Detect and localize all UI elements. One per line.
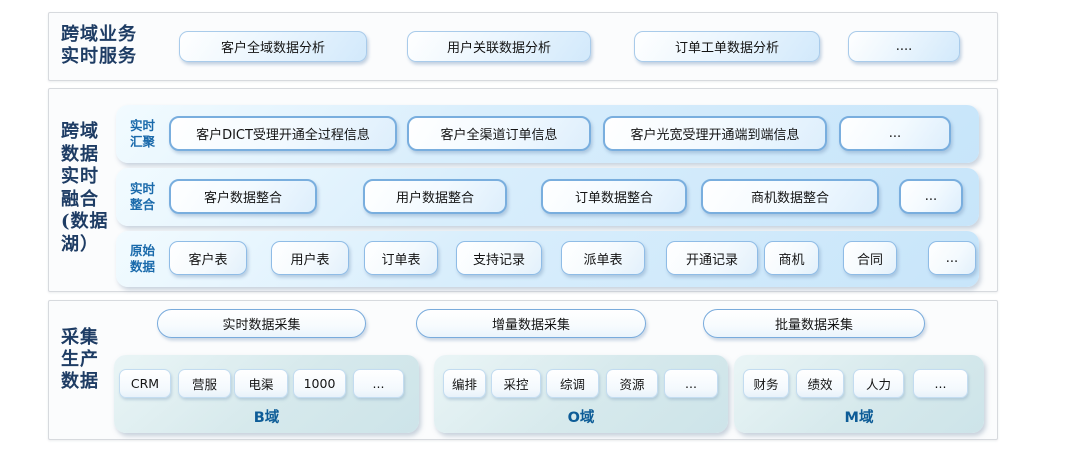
raw-table-chip: 客户表	[169, 241, 247, 275]
source-system-chip: 绩效	[796, 369, 844, 398]
raw-table-chip: 派单表	[561, 241, 645, 275]
fusion-title-line: (数据	[61, 211, 109, 232]
source-system-chip-more: ...	[913, 369, 968, 398]
integration-chip: 商机数据整合	[701, 179, 879, 214]
services-title-line: 跨域业务	[61, 24, 137, 45]
aggregation-chip: 客户DICT受理开通全过程信息	[169, 116, 397, 151]
source-system-chip: 营服	[178, 369, 231, 398]
row-label-line: 数据	[130, 259, 156, 274]
source-system-chip: 1000	[293, 369, 346, 398]
fusion-title-line: 湖）	[61, 233, 99, 255]
raw-table-chip: 支持记录	[456, 241, 542, 275]
raw-table-chip: 开通记录	[666, 241, 758, 275]
group-m-domain: 财务 绩效 人力 ... M域	[734, 355, 984, 433]
service-chip: 客户全域数据分析	[179, 31, 367, 62]
raw-table-chip: 订单表	[364, 241, 438, 275]
source-system-chip: 编排	[443, 369, 486, 398]
integration-chip-more: ...	[899, 179, 963, 214]
group-o-domain: 编排 采控 综调 资源 ... O域	[434, 355, 728, 433]
service-chip: 订单工单数据分析	[634, 31, 820, 62]
row-realtime-integration: 实时 整合 客户数据整合 用户数据整合 订单数据整合 商机数据整合 ...	[116, 168, 979, 226]
collection-title-line: 采集	[61, 327, 99, 348]
service-chip: 用户关联数据分析	[407, 31, 591, 62]
row-label-line: 整合	[130, 197, 156, 212]
integration-chip: 客户数据整合	[169, 179, 317, 214]
raw-table-chip-more: ...	[928, 241, 976, 275]
panel-services: 跨域业务 实时服务 客户全域数据分析 用户关联数据分析 订单工单数据分析 ...…	[48, 12, 998, 81]
group-label-m-domain: M域	[844, 410, 874, 426]
source-system-chip: 综调	[546, 369, 599, 398]
row-label: 实时 汇聚	[130, 118, 155, 150]
fusion-panel-title: 跨域 数据 实时 融合 (数据 湖）	[61, 121, 109, 256]
source-system-chip: 采控	[491, 369, 541, 398]
aggregation-chip: 客户全渠道订单信息	[407, 116, 591, 151]
source-system-chip: 人力	[853, 369, 904, 398]
fusion-title-line: 融合	[61, 188, 99, 210]
collection-panel-title: 采集 生产 数据	[61, 327, 99, 393]
integration-chip: 订单数据整合	[541, 179, 687, 214]
raw-table-chip: 用户表	[271, 241, 349, 275]
row-label-line: 原始	[130, 243, 156, 258]
row-label-line: 实时	[130, 118, 156, 133]
raw-table-chip: 商机	[764, 241, 819, 275]
source-system-chip: CRM	[119, 369, 171, 398]
source-system-chip: 资源	[606, 369, 658, 398]
collection-pill-incremental: 增量数据采集	[416, 309, 646, 338]
services-title-line: 实时服务	[61, 46, 137, 67]
service-chip-more: ....	[848, 31, 960, 62]
services-panel-title: 跨域业务 实时服务	[61, 24, 137, 68]
source-system-chip-more: ...	[353, 369, 404, 398]
row-realtime-aggregation: 实时 汇聚 客户DICT受理开通全过程信息 客户全渠道订单信息 客户光宽受理开通…	[116, 105, 979, 163]
collection-pill-realtime: 实时数据采集	[157, 309, 366, 338]
group-label-o-domain: O域	[567, 410, 595, 426]
source-system-chip: 电渠	[234, 369, 288, 398]
collection-title-line: 生产	[61, 349, 99, 370]
fusion-title-line: 实时	[61, 166, 99, 187]
fusion-title-line: 数据	[61, 143, 99, 165]
integration-chip: 用户数据整合	[363, 179, 507, 214]
row-raw-data: 原始 数据 客户表 用户表 订单表 支持记录 派单表 开通记录 商机 合同 ..…	[116, 231, 979, 287]
fusion-title-line: 跨域	[61, 121, 99, 142]
panel-fusion: 跨域 数据 实时 融合 (数据 湖） 实时 汇聚 客户DICT受理开通全过程信息…	[48, 88, 998, 292]
aggregation-chip-more: ...	[839, 116, 951, 151]
panel-collection: 采集 生产 数据 实时数据采集 增量数据采集 批量数据采集 CRM 营服 电渠 …	[48, 300, 998, 440]
source-system-chip-more: ...	[664, 369, 718, 398]
raw-table-chip: 合同	[843, 241, 897, 275]
row-label: 原始 数据	[130, 243, 155, 275]
group-b-domain: CRM 营服 电渠 1000 ... B域	[114, 355, 419, 433]
row-label-line: 实时	[130, 181, 156, 196]
group-label-b-domain: B域	[253, 410, 280, 426]
source-system-chip: 财务	[743, 369, 789, 398]
row-label-line: 汇聚	[130, 134, 156, 149]
collection-title-line: 数据	[61, 371, 99, 392]
collection-pill-batch: 批量数据采集	[703, 309, 925, 338]
aggregation-chip: 客户光宽受理开通端到端信息	[603, 116, 827, 151]
row-label: 实时 整合	[130, 181, 155, 213]
